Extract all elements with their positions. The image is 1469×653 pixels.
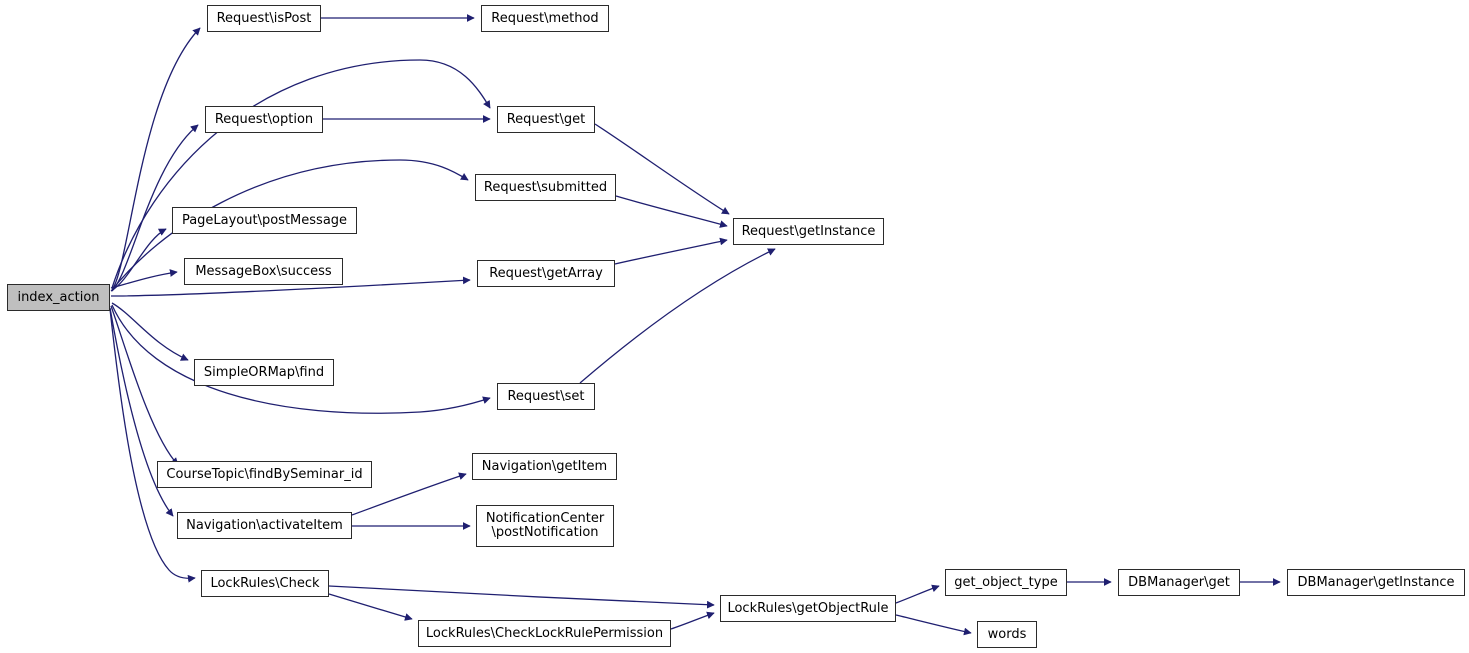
- edge-getArray-to-getInstance: [614, 237, 728, 265]
- edge-get-to-getInstance: [594, 123, 730, 215]
- graph-node-label: get_object_type: [954, 574, 1058, 590]
- graph-node-getArray[interactable]: Request\getArray: [477, 260, 615, 287]
- edge-check-to-checkPerm: [328, 593, 413, 621]
- edge-index_action-to-activateItem: [109, 307, 174, 517]
- edge-index_action-to-get: [111, 59, 491, 289]
- graph-node-get[interactable]: Request\get: [497, 106, 595, 133]
- graph-node-label: Request\getArray: [489, 265, 603, 281]
- edge-getObjectRule-to-getObjectType: [895, 584, 940, 604]
- graph-node-success[interactable]: MessageBox\success: [184, 258, 343, 285]
- graph-node-index_action[interactable]: index_action: [7, 284, 110, 311]
- edge-layer: [109, 14, 1281, 636]
- graph-node-label: Navigation\activateItem: [186, 517, 343, 533]
- graph-node-getItem[interactable]: Navigation\getItem: [472, 453, 617, 480]
- edge-index_action-to-find: [111, 302, 189, 361]
- graph-node-dbget[interactable]: DBManager\get: [1118, 569, 1240, 596]
- edge-activateItem-to-getItem: [351, 472, 467, 516]
- graph-node-label: Request\submitted: [483, 179, 608, 195]
- graph-node-label: PageLayout\postMessage: [181, 212, 348, 228]
- edge-index_action-to-isPost: [111, 27, 201, 291]
- graph-node-label: SimpleORMap\find: [203, 364, 325, 380]
- edge-check-to-getObjectRule: [328, 585, 715, 609]
- edge-index_action-to-success: [110, 269, 178, 289]
- graph-node-label: LockRules\CheckLockRulePermission: [425, 625, 664, 641]
- graph-node-findBySeminar[interactable]: CourseTopic\findBySeminar_id: [157, 461, 372, 488]
- graph-node-isPost[interactable]: Request\isPost: [207, 5, 321, 32]
- edge-set-to-getInstance: [579, 248, 776, 384]
- graph-node-label: index_action: [17, 289, 100, 305]
- graph-node-postNotif[interactable]: NotificationCenter \postNotification: [476, 505, 614, 547]
- graph-node-label: words: [987, 626, 1027, 642]
- graph-node-words[interactable]: words: [977, 621, 1037, 648]
- graph-node-label: Request\set: [507, 388, 585, 404]
- graph-node-label: LockRules\Check: [210, 575, 320, 591]
- graph-node-method[interactable]: Request\method: [481, 5, 609, 32]
- graph-node-label: Request\get: [506, 111, 586, 127]
- graph-node-label: CourseTopic\findBySeminar_id: [166, 466, 363, 482]
- graph-node-checkPerm[interactable]: LockRules\CheckLockRulePermission: [418, 620, 671, 647]
- edge-index_action-to-submitted: [111, 159, 469, 291]
- graph-node-label: Navigation\getItem: [481, 458, 608, 474]
- graph-node-getObjectRule[interactable]: LockRules\getObjectRule: [720, 595, 896, 622]
- graph-node-getObjectType[interactable]: get_object_type: [945, 569, 1067, 596]
- graph-node-label: Request\isPost: [216, 10, 312, 26]
- edge-index_action-to-findBySeminar: [110, 305, 179, 466]
- edge-index_action-to-set: [111, 304, 491, 414]
- graph-node-find[interactable]: SimpleORMap\find: [194, 359, 334, 386]
- graph-node-activateItem[interactable]: Navigation\activateItem: [177, 512, 352, 539]
- edge-index_action-to-option: [111, 124, 199, 292]
- graph-node-label: LockRules\getObjectRule: [727, 600, 889, 616]
- graph-node-label: DBManager\get: [1128, 574, 1230, 590]
- graph-node-label: MessageBox\success: [195, 263, 332, 279]
- graph-node-postMessage[interactable]: PageLayout\postMessage: [172, 207, 357, 234]
- graph-node-option[interactable]: Request\option: [205, 106, 323, 133]
- graph-node-set[interactable]: Request\set: [497, 383, 595, 410]
- graph-node-label: NotificationCenter \postNotification: [485, 511, 605, 540]
- edge-checkPerm-to-getObjectRule: [670, 611, 715, 630]
- graph-node-label: DBManager\getInstance: [1297, 574, 1455, 590]
- graph-node-label: Request\getInstance: [741, 223, 876, 239]
- edge-getObjectRule-to-words: [895, 614, 972, 636]
- edge-submitted-to-getInstance: [615, 195, 728, 228]
- edge-index_action-to-check: [109, 308, 196, 583]
- graph-node-submitted[interactable]: Request\submitted: [475, 174, 616, 201]
- graph-node-label: Request\method: [491, 10, 599, 26]
- graph-node-dbgetInstance[interactable]: DBManager\getInstance: [1287, 569, 1465, 596]
- edge-index_action-to-getArray: [110, 276, 471, 297]
- graph-node-label: Request\option: [214, 111, 314, 127]
- graph-node-check[interactable]: LockRules\Check: [201, 570, 329, 597]
- graph-node-getInstance[interactable]: Request\getInstance: [733, 218, 884, 245]
